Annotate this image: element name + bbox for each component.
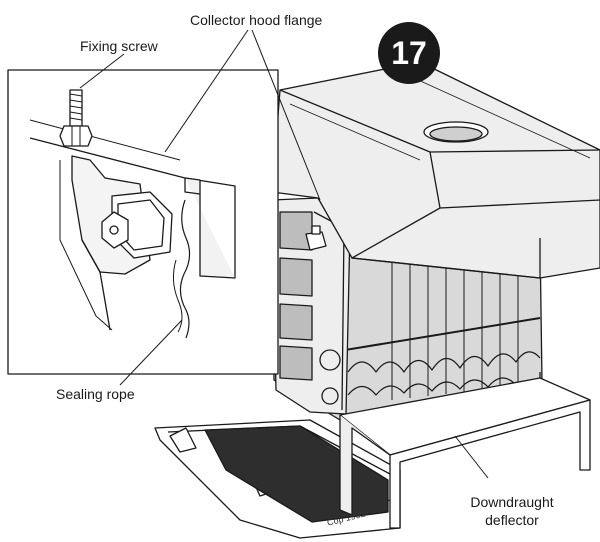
callout-downdraught-deflector-line2: deflector [485, 512, 539, 528]
step-number-badge: 17 [378, 22, 440, 84]
callout-collector-hood-flange: Collector hood flange [190, 12, 323, 28]
base-tray [154, 419, 401, 539]
callout-downdraught-deflector-line1: Downdraught [470, 494, 554, 510]
downdraught-deflector [339, 372, 591, 529]
callout-sealing-rope: Sealing rope [56, 386, 135, 402]
side-frame [271, 197, 351, 415]
collector-hood [271, 61, 600, 279]
leader-lines [79, 29, 489, 479]
callout-fixing-screw: Fixing screw [80, 38, 158, 54]
detail-inset [7, 69, 279, 375]
